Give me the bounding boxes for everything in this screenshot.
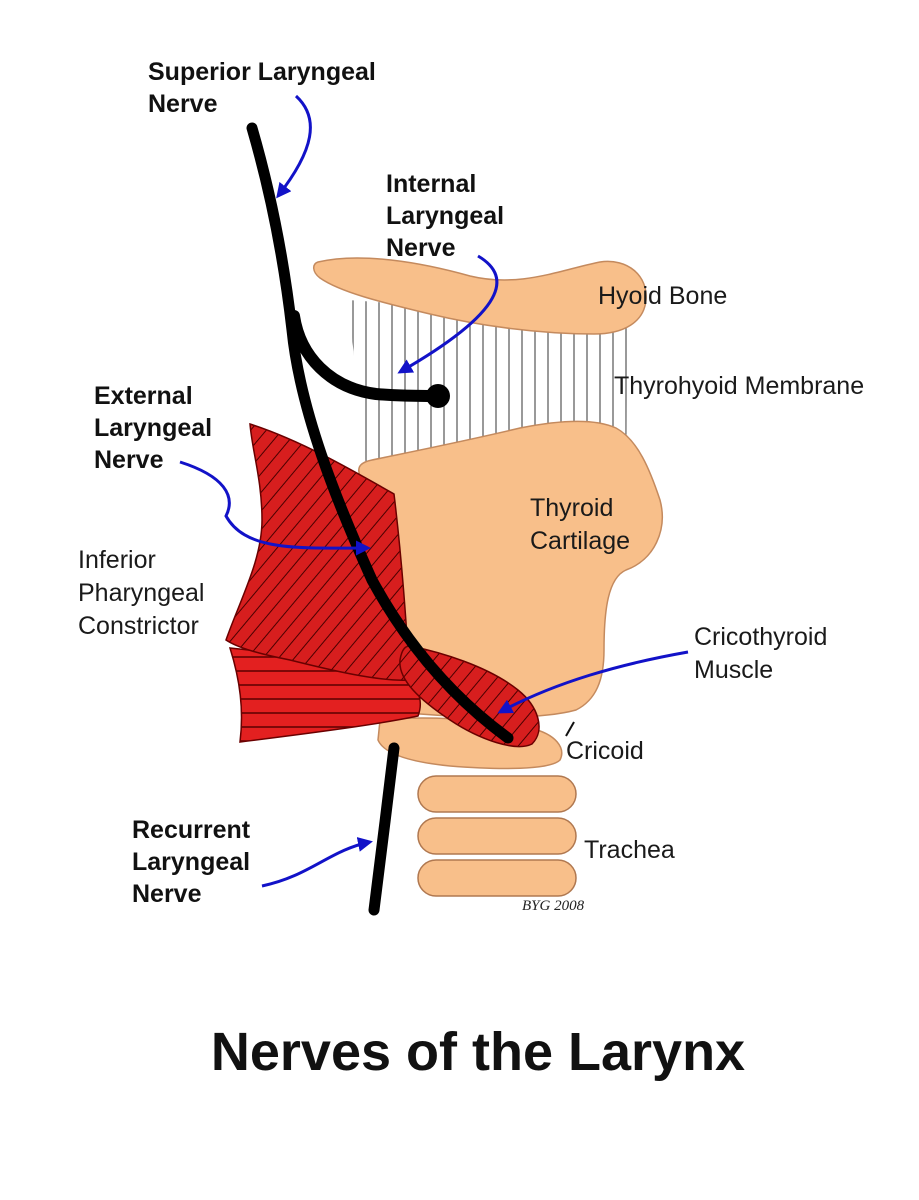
internal-laryngeal-nerve-label: Internal Laryngeal Nerve [386,170,511,262]
recurrent-laryngeal-arrow [261,837,373,888]
superior-laryngeal-nerve-label: Superior Laryngeal Nerve [148,58,383,118]
trachea-ring [417,775,577,813]
recurrent-laryngeal-nerve [368,742,400,916]
cricothyroid-arrow [497,650,689,714]
trachea-ring [417,859,577,897]
trachea-ring [417,817,577,855]
trachea-label: Trachea [584,836,675,864]
inferior-constrictor-muscle [225,422,411,681]
hyoid-bone [313,257,647,335]
cricoid-label: Cricoid [566,737,644,765]
internal-laryngeal-arrow [397,254,499,374]
thyroid-cartilage-label: Thyroid Cartilage [530,494,630,555]
cricoid-pointer [565,721,575,737]
vagus-superior-external-nerve [246,122,514,744]
internal-laryngeal-nerve-end [426,384,450,408]
inferior-pharyngeal-constrictor-label: Inferior Pharyngeal Constrictor [78,546,211,640]
external-laryngeal-arrow [179,460,371,556]
thyrohyoid-membrane-label: Thyrohyoid Membrane [614,372,864,400]
internal-laryngeal-nerve [288,310,442,402]
external-laryngeal-nerve-label: External Laryngeal Nerve [94,382,219,474]
hyoid-bone-label: Hyoid Bone [598,282,727,310]
page-title: Nerves of the Larynx [211,1022,745,1082]
cricothyroid-muscle-label: Cricothyroid Muscle [694,623,834,684]
recurrent-laryngeal-nerve-label: Recurrent Laryngeal Nerve [132,816,257,908]
author-signature: BYG 2008 [522,898,585,914]
superior-laryngeal-arrow [276,94,312,199]
